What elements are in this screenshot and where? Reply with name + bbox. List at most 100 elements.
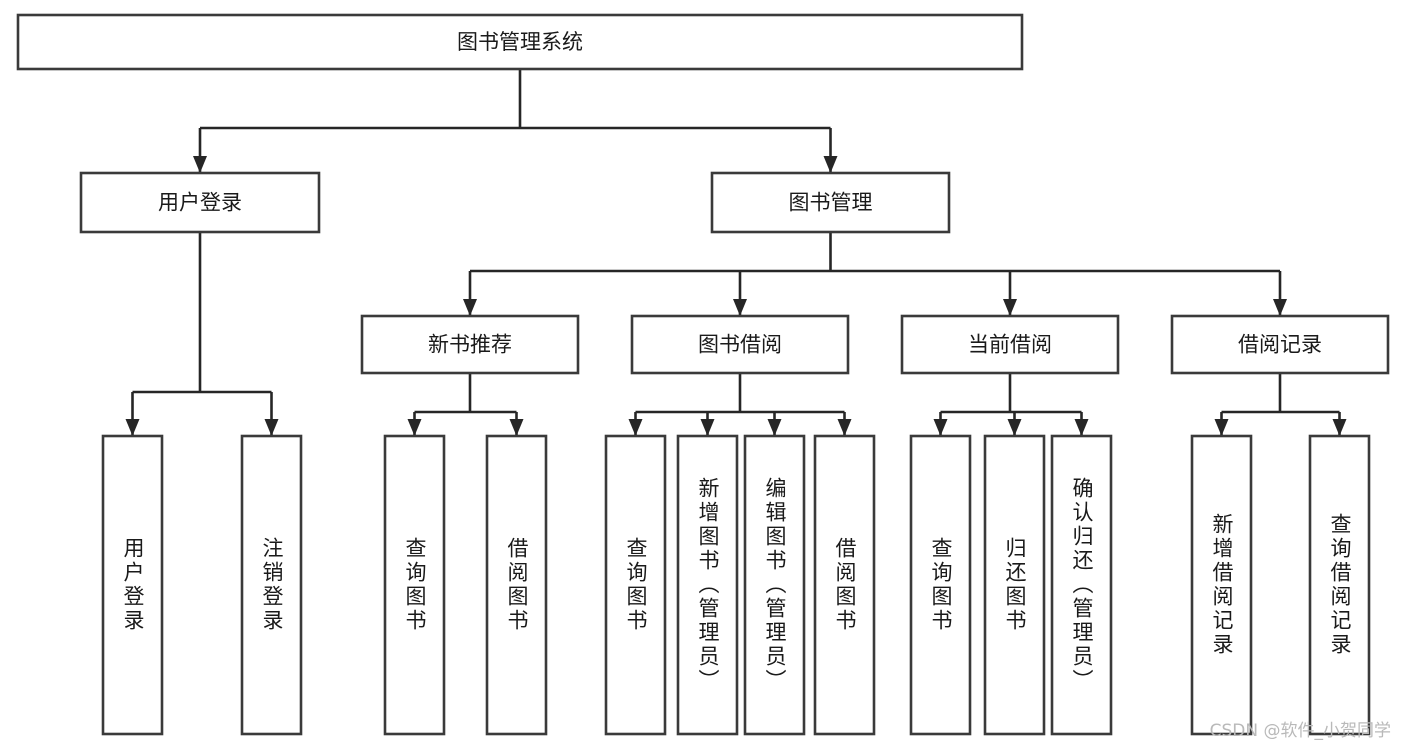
connector-group-new-book-recommend bbox=[407, 373, 524, 436]
node-label-wrap-leaf-return-book: 归还图书 bbox=[1003, 537, 1027, 633]
node-leaf-borrow-book[interactable]: 借阅图书 bbox=[813, 434, 876, 736]
node-label-leaf-query-book-current: 查询图书 bbox=[929, 537, 953, 633]
arrow-head-leaf-query-book-current bbox=[933, 419, 948, 436]
node-box-leaf-query-book-current bbox=[909, 434, 972, 736]
node-label-book-borrow: 图书借阅 bbox=[698, 333, 782, 357]
node-label-wrap-leaf-edit-book-admin: 编辑图书（管理员） bbox=[763, 477, 787, 693]
node-box-current-borrow bbox=[900, 314, 1120, 375]
connector-group-user-login bbox=[125, 232, 279, 436]
node-label-leaf-return-book: 归还图书 bbox=[1003, 537, 1027, 633]
arrow-head-leaf-add-borrow-record bbox=[1214, 419, 1229, 436]
arrow-head-book-management bbox=[823, 156, 838, 173]
node-leaf-add-borrow-record[interactable]: 新增借阅记录 bbox=[1190, 434, 1253, 736]
node-label-wrap-leaf-borrow-book-recommend: 借阅图书 bbox=[505, 537, 529, 633]
node-label-wrap-leaf-logout-login: 注销登录 bbox=[260, 537, 284, 633]
arrow-head-current-borrow bbox=[1003, 299, 1017, 316]
node-label-leaf-confirm-return-admin: 确认归还（管理员） bbox=[1070, 477, 1094, 693]
node-box-leaf-borrow-book bbox=[813, 434, 876, 736]
node-box-root bbox=[16, 13, 1024, 71]
node-leaf-user-login[interactable]: 用户登录 bbox=[101, 434, 164, 736]
node-label-wrap-leaf-add-borrow-record: 新增借阅记录 bbox=[1210, 513, 1234, 657]
arrow-head-leaf-query-borrow-record bbox=[1332, 419, 1347, 436]
node-box-book-borrow bbox=[630, 314, 850, 375]
arrow-head-leaf-edit-book-admin bbox=[767, 419, 782, 436]
connector-group-current-borrow bbox=[933, 373, 1089, 436]
arrow-head-leaf-borrow-book-recommend bbox=[509, 419, 524, 436]
node-label-leaf-logout-login: 注销登录 bbox=[260, 537, 284, 633]
node-leaf-add-book-admin[interactable]: 新增图书（管理员） bbox=[676, 434, 739, 736]
arrow-head-leaf-query-book-recommend bbox=[407, 419, 422, 436]
node-box-leaf-query-borrow-record bbox=[1308, 434, 1371, 736]
connector-group-borrow-record bbox=[1214, 373, 1347, 436]
node-label-leaf-query-book-recommend: 查询图书 bbox=[403, 537, 427, 633]
arrow-head-leaf-borrow-book bbox=[837, 419, 852, 436]
node-box-leaf-confirm-return-admin bbox=[1050, 434, 1113, 736]
node-label-user-login: 用户登录 bbox=[158, 191, 242, 215]
arrow-head-user-login bbox=[193, 156, 207, 173]
node-box-leaf-add-borrow-record bbox=[1190, 434, 1253, 736]
arrow-head-leaf-return-book bbox=[1007, 419, 1022, 436]
node-label-leaf-borrow-book: 借阅图书 bbox=[833, 537, 857, 633]
node-book-borrow[interactable]: 图书借阅 bbox=[630, 314, 850, 375]
node-book-management[interactable]: 图书管理 bbox=[710, 171, 951, 234]
node-label-wrap-leaf-query-book-borrow: 查询图书 bbox=[624, 537, 648, 633]
node-box-borrow-record bbox=[1170, 314, 1390, 375]
node-leaf-confirm-return-admin[interactable]: 确认归还（管理员） bbox=[1050, 434, 1113, 736]
node-leaf-query-book-recommend[interactable]: 查询图书 bbox=[383, 434, 446, 736]
node-leaf-query-book-borrow[interactable]: 查询图书 bbox=[604, 434, 667, 736]
node-box-leaf-return-book bbox=[983, 434, 1046, 736]
arrow-head-leaf-add-book-admin bbox=[700, 419, 715, 436]
node-leaf-query-book-current[interactable]: 查询图书 bbox=[909, 434, 972, 736]
node-leaf-query-borrow-record[interactable]: 查询借阅记录 bbox=[1308, 434, 1371, 736]
node-label-new-book-recommend: 新书推荐 bbox=[428, 333, 512, 357]
arrow-head-leaf-logout-login bbox=[264, 419, 279, 436]
arrow-head-new-book-recommend bbox=[463, 299, 477, 316]
nodes-layer: 图书管理系统用户登录图书管理新书推荐图书借阅当前借阅借阅记录用户登录注销登录查询… bbox=[16, 13, 1390, 736]
node-box-leaf-add-book-admin bbox=[676, 434, 739, 736]
node-leaf-logout-login[interactable]: 注销登录 bbox=[240, 434, 303, 736]
node-label-wrap-leaf-add-book-admin: 新增图书（管理员） bbox=[696, 477, 720, 693]
node-label-leaf-query-book-borrow: 查询图书 bbox=[624, 537, 648, 633]
node-leaf-edit-book-admin[interactable]: 编辑图书（管理员） bbox=[743, 434, 806, 736]
connector-group-book-management bbox=[463, 232, 1287, 316]
arrow-head-leaf-query-book-borrow bbox=[628, 419, 643, 436]
node-box-user-login bbox=[79, 171, 321, 234]
node-box-book-management bbox=[710, 171, 951, 234]
node-box-leaf-edit-book-admin bbox=[743, 434, 806, 736]
node-label-wrap-leaf-query-book-current: 查询图书 bbox=[929, 537, 953, 633]
node-label-book-management: 图书管理 bbox=[789, 191, 873, 215]
node-user-login[interactable]: 用户登录 bbox=[79, 171, 321, 234]
node-label-leaf-edit-book-admin: 编辑图书（管理员） bbox=[763, 477, 787, 693]
node-box-leaf-user-login bbox=[101, 434, 164, 736]
arrow-head-book-borrow bbox=[733, 299, 747, 316]
node-label-leaf-user-login: 用户登录 bbox=[121, 537, 145, 633]
arrow-head-leaf-user-login bbox=[125, 419, 140, 436]
node-label-current-borrow: 当前借阅 bbox=[968, 333, 1052, 357]
connectors-layer bbox=[125, 69, 1347, 436]
node-box-leaf-query-book-recommend bbox=[383, 434, 446, 736]
node-label-leaf-query-borrow-record: 查询借阅记录 bbox=[1328, 513, 1352, 657]
node-borrow-record[interactable]: 借阅记录 bbox=[1170, 314, 1390, 375]
node-label-root: 图书管理系统 bbox=[457, 30, 583, 54]
connector-group-root bbox=[193, 69, 838, 173]
node-label-leaf-add-borrow-record: 新增借阅记录 bbox=[1210, 513, 1234, 657]
node-label-borrow-record: 借阅记录 bbox=[1238, 333, 1322, 357]
node-box-leaf-query-book-borrow bbox=[604, 434, 667, 736]
arrow-head-borrow-record bbox=[1273, 299, 1287, 316]
node-label-wrap-leaf-user-login: 用户登录 bbox=[121, 537, 145, 633]
connector-group-book-borrow bbox=[628, 373, 852, 436]
node-leaf-borrow-book-recommend[interactable]: 借阅图书 bbox=[485, 434, 548, 736]
node-current-borrow[interactable]: 当前借阅 bbox=[900, 314, 1120, 375]
node-label-wrap-leaf-query-borrow-record: 查询借阅记录 bbox=[1328, 513, 1352, 657]
node-box-leaf-logout-login bbox=[240, 434, 303, 736]
node-leaf-return-book[interactable]: 归还图书 bbox=[983, 434, 1046, 736]
node-box-new-book-recommend bbox=[360, 314, 580, 375]
node-label-leaf-add-book-admin: 新增图书（管理员） bbox=[696, 477, 720, 693]
node-label-wrap-leaf-query-book-recommend: 查询图书 bbox=[403, 537, 427, 633]
node-label-wrap-leaf-borrow-book: 借阅图书 bbox=[833, 537, 857, 633]
node-new-book-recommend[interactable]: 新书推荐 bbox=[360, 314, 580, 375]
node-root[interactable]: 图书管理系统 bbox=[16, 13, 1024, 71]
node-label-wrap-leaf-confirm-return-admin: 确认归还（管理员） bbox=[1070, 477, 1094, 693]
